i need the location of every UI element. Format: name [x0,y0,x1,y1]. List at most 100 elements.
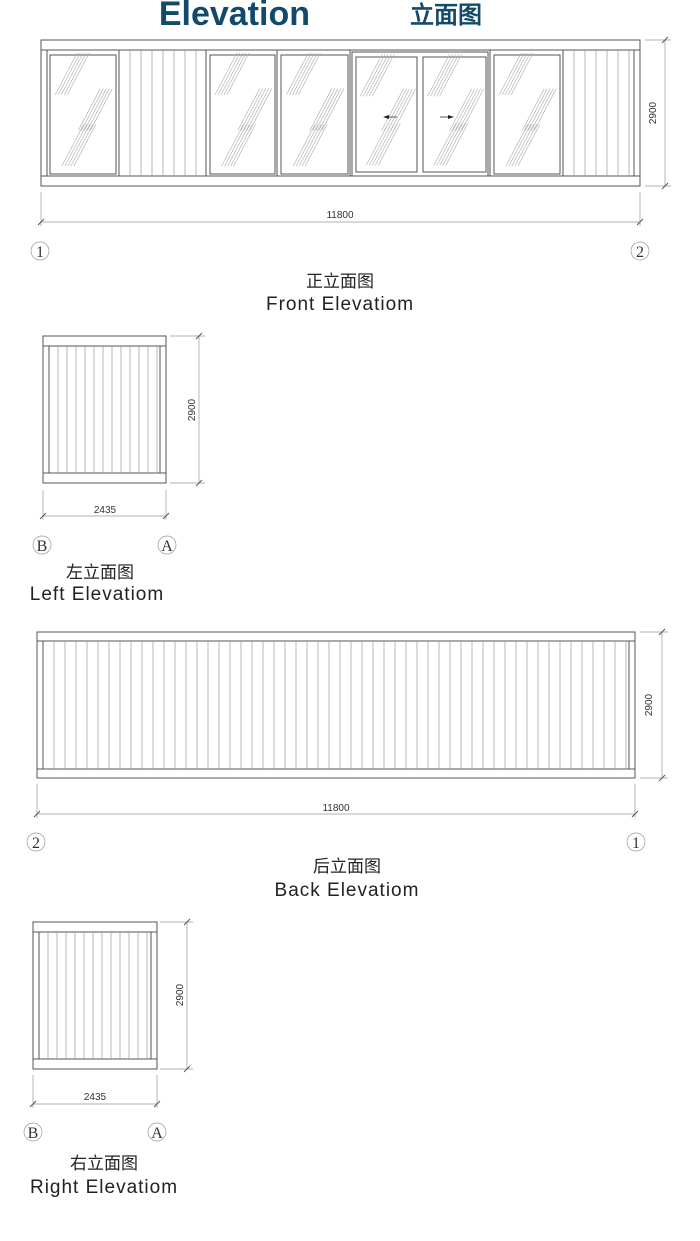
glass-reflection [507,52,531,95]
glass-reflection [240,88,264,131]
glass-reflection [295,52,318,95]
glass-reflection [531,88,554,131]
glass-reflection [321,88,345,131]
glass-reflection [368,54,392,97]
glass-reflection [362,54,386,97]
glass-reflection [452,88,475,131]
glass-reflection [455,88,478,131]
axis-marker-b [32,535,52,555]
front-label-cn: 正立面图 [306,272,374,292]
glass-reflection [525,88,548,131]
glass-pane [493,54,561,175]
glass-reflection [510,52,534,95]
glass-pane [209,54,276,175]
glass-reflection [315,88,339,131]
glass-reflection [430,54,453,97]
dimension-tick [39,512,47,520]
glass-reflection [289,52,312,95]
dimension-tick [658,628,666,636]
dimension-tick [636,218,644,226]
container-outline [42,335,167,484]
glass-reflection [67,124,91,167]
glass-reflection [365,54,389,97]
glass-reflection [304,124,328,167]
glass-reflection [312,88,336,131]
back-axis-right: 1 [632,835,640,852]
glass-reflection [249,88,273,131]
glass-reflection [371,54,395,97]
front-height-dimension: 2900 [648,101,659,124]
glass-reflection [87,88,110,131]
glass-reflection [66,52,90,95]
glass-reflection [504,52,528,95]
dimension-tick [661,36,669,44]
axis-marker-a [157,535,177,555]
glass-reflection [433,123,457,166]
glass-reflection [226,52,250,95]
dimension-tick [631,810,639,818]
dimension-tick [658,774,666,782]
container-outline [32,921,158,1070]
glass-reflection [233,124,256,167]
left-elevation [32,332,205,555]
left-label-en: Left Elevatiom [30,584,164,605]
glass-reflection [517,124,541,167]
glass-reflection [449,88,472,131]
door-arrow-right-icon [448,115,454,119]
left-width-dimension: 2435 [94,505,117,516]
right-height-dimension: 2900 [175,983,186,1006]
glass-reflection [366,123,389,166]
glass-reflection [60,52,84,95]
glass-reflection [64,124,88,167]
glass-reflection [359,54,383,97]
glass-reflection [436,123,460,166]
back-label-cn: 后立面图 [313,857,381,877]
back-height-dimension: 2900 [644,693,655,716]
glass-reflection [501,52,525,95]
glass-reflection [461,88,484,131]
glass-reflection [246,88,270,131]
glass-reflection [436,54,459,97]
glass-pane [355,56,418,173]
axis-marker-2 [630,241,650,261]
axis-marker-b [23,1122,43,1142]
right-axis-right: A [151,1125,163,1142]
glass-reflection [522,88,545,131]
glass-reflection [318,88,342,131]
glass-reflection [369,123,392,166]
page-title: Elevation [159,0,310,33]
page-title-cn: 立面图 [410,1,482,29]
glass-reflection [223,52,247,95]
right-axis-left: B [28,1125,39,1142]
glass-reflection [378,123,401,166]
axis-marker-1 [30,241,50,261]
glass-reflection [498,52,522,95]
glass-reflection [63,52,87,95]
left-axis-right: A [161,538,173,555]
glass-reflection [309,88,333,131]
container-outline [40,39,641,187]
glass-reflection [78,88,101,131]
glass-reflection [57,52,81,95]
glass-reflection [445,123,469,166]
glass-reflection [214,52,238,95]
glass-reflection [84,88,107,131]
glass-reflection [61,124,85,167]
front-elevation [30,36,671,261]
glass-reflection [221,124,244,167]
glass-reflection [511,124,535,167]
back-axis-left: 2 [32,835,40,852]
glass-reflection [528,88,551,131]
glass-reflection [243,88,267,131]
glass-reflection [73,124,97,167]
glass-reflection [458,88,481,131]
dimension-tick [183,918,191,926]
front-axis-right: 2 [636,244,644,261]
left-axis-left: B [37,538,48,555]
dimension-tick [195,332,203,340]
dimension-tick [661,182,669,190]
right-label-cn: 右立面图 [70,1154,138,1174]
left-height-dimension: 2900 [187,398,198,421]
glass-reflection [381,88,404,131]
